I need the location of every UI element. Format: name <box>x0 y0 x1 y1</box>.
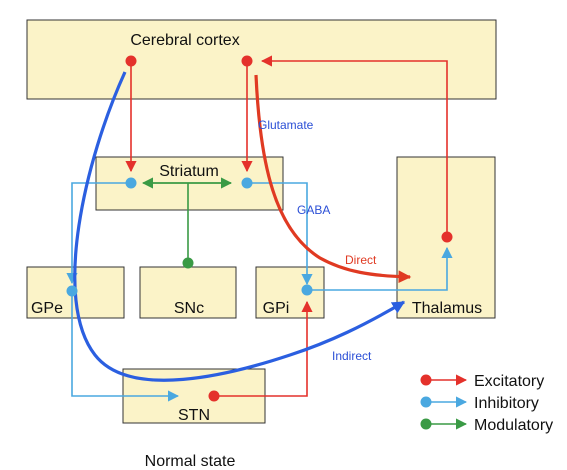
indirect-pathway-curve <box>73 71 406 382</box>
gpe-label: GPe <box>31 300 63 317</box>
legend-excitatory-dot <box>420 374 432 386</box>
thalamus-to-cortex-arrow <box>260 55 448 237</box>
striatum-to-gpi-arrow <box>247 182 313 286</box>
gaba-label: GABA <box>297 203 330 217</box>
cortex-label: Cerebral cortex <box>130 32 239 49</box>
snc-box <box>139 266 237 319</box>
thalamus-label: Thalamus <box>412 300 482 317</box>
gpi-to-thalamus-arrow <box>307 246 453 291</box>
stn-node <box>208 390 220 402</box>
snc-label: SNc <box>174 300 204 317</box>
gpi-node <box>301 284 313 296</box>
direct-label: Direct <box>345 253 377 267</box>
striatum-node-right <box>241 177 253 189</box>
indirect-label: Indirect <box>332 349 372 363</box>
gpe-to-stn-arrow <box>71 291 180 402</box>
legend-modulatory-label: Modulatory <box>474 417 553 434</box>
cortex-node-left <box>125 55 137 67</box>
stn-to-gpi-arrow <box>214 300 313 397</box>
striatum-node-left <box>125 177 137 189</box>
direct-pathway-curve <box>254 74 412 284</box>
legend-excitatory-label: Excitatory <box>474 373 544 390</box>
striatum-label: Striatum <box>159 163 219 180</box>
glutamate-label: Glutamate <box>258 118 314 132</box>
cortex-box <box>26 19 497 100</box>
gpi-label: GPi <box>263 300 290 317</box>
thalamus-node <box>441 231 453 243</box>
gpe-node <box>66 285 78 297</box>
stn-label: STN <box>178 407 210 424</box>
legend: Excitatory Inhibitory Modulatory <box>420 373 553 434</box>
legend-inhibitory-dot <box>420 396 432 408</box>
legend-modulatory-dot <box>420 418 432 430</box>
gpi-box <box>255 266 325 319</box>
snc-node <box>182 257 194 269</box>
legend-inhibitory-label: Inhibitory <box>474 395 539 412</box>
cortex-node-right <box>241 55 253 67</box>
caption: Normal state <box>145 453 236 470</box>
striatum-to-gpe-arrow <box>66 182 131 285</box>
